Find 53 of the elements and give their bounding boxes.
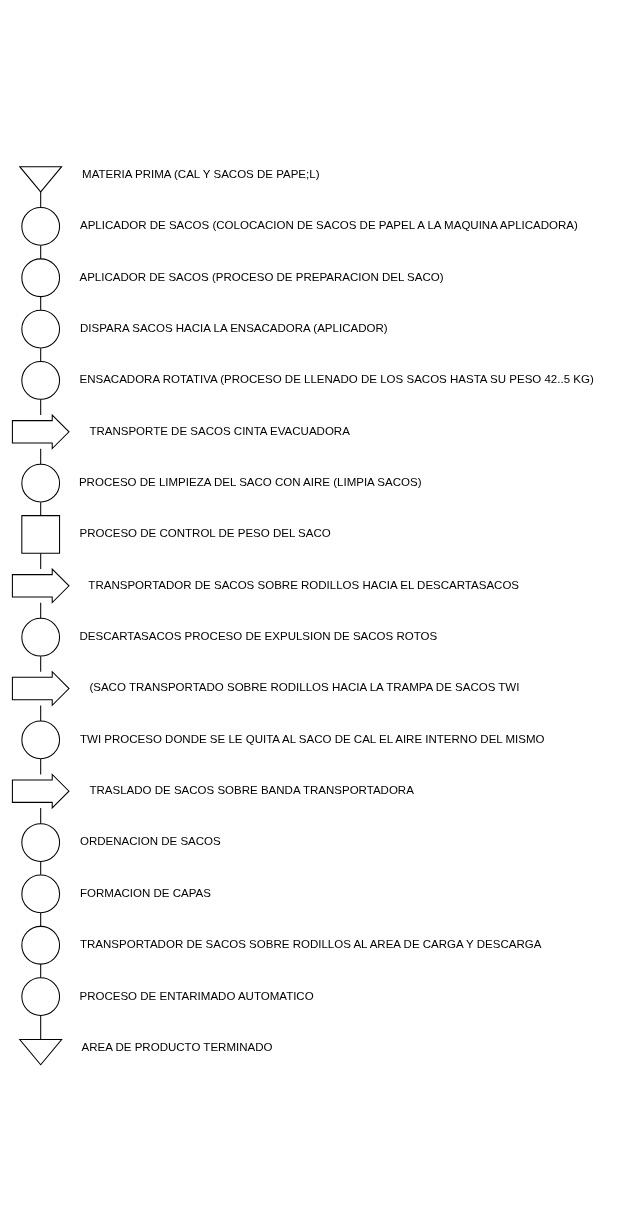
node-triangle xyxy=(18,1038,63,1066)
connector xyxy=(40,398,42,415)
node-circle xyxy=(21,822,61,862)
node-label: DESCARTASACOS PROCESO DE EXPULSION DE SACOS ROTOS xyxy=(79,629,438,642)
node-label: PROCESO DE LIMPIEZA DEL SACO CON AIRE (LIMPIA SACOS) xyxy=(78,475,422,488)
connector xyxy=(40,601,42,619)
node-triangle xyxy=(18,165,63,193)
connector xyxy=(40,295,42,310)
node-label: DISPARA SACOS HACIA LA ENSACADORA (APLICADOR) xyxy=(79,321,388,334)
node-circle xyxy=(21,719,61,759)
connector xyxy=(40,347,42,362)
node-circle xyxy=(21,309,61,348)
node-label: TWI PROCESO DONDE SE LE QUITA AL SACO DE CAL EL AIRE INTERNO DEL MISMO xyxy=(79,732,545,745)
node-arrow xyxy=(11,670,70,707)
node-circle xyxy=(21,257,61,297)
connector xyxy=(40,807,42,824)
connector xyxy=(40,447,42,465)
connector xyxy=(40,912,42,927)
node-circle xyxy=(21,617,61,657)
node-label: FORMACION DE CAPAS xyxy=(79,886,211,899)
node-circle xyxy=(21,360,61,400)
node-label: MATERIA PRIMA (CAL Y SACOS DE PAPE;L) xyxy=(82,167,320,180)
node-label: (SACO TRANSPORTADO SOBRE RODILLOS HACIA LA TRAMPA DE SACOS TWI xyxy=(89,680,520,693)
node-arrow xyxy=(11,413,70,450)
connector xyxy=(40,860,42,875)
node-circle xyxy=(21,463,61,503)
connector xyxy=(40,1014,42,1040)
node-label: PROCESO DE CONTROL DE PESO DEL SACO xyxy=(79,526,331,539)
connector xyxy=(40,655,42,672)
node-circle xyxy=(21,925,61,965)
node-label: TRANSPORTADOR DE SACOS SOBRE RODILLOS AL AREA DE CARGA Y DESCARGA xyxy=(79,937,542,950)
node-circle xyxy=(21,206,61,246)
connector xyxy=(40,757,42,775)
connector xyxy=(40,190,42,208)
connector xyxy=(40,501,42,516)
node-label: APLICADOR DE SACOS (COLOCACION DE SACOS DE PAPEL A LA MAQUINA APLICADORA) xyxy=(79,218,578,231)
node-arrow xyxy=(11,567,70,604)
node-label: TRANSPORTE DE SACOS CINTA EVACUADORA xyxy=(89,424,350,437)
node-label: TRANSPORTADOR DE SACOS SOBRE RODILLOS HACIA EL DESCARTASACOS xyxy=(88,578,520,591)
node-label: PROCESO DE ENTARIMADO AUTOMATICO xyxy=(79,989,314,1002)
connector xyxy=(40,704,42,721)
connector xyxy=(40,963,42,978)
node-label: TRASLADO DE SACOS SOBRE BANDA TRANSPORTADORA xyxy=(89,783,414,796)
node-circle xyxy=(21,874,61,913)
node-square xyxy=(21,514,61,554)
node-label: AREA DE PRODUCTO TERMINADO xyxy=(81,1040,273,1053)
connector xyxy=(40,244,42,259)
node-circle xyxy=(21,976,61,1016)
node-label: APLICADOR DE SACOS (PROCESO DE PREPARACION DEL SACO) xyxy=(79,270,444,283)
node-arrow xyxy=(11,772,70,809)
node-label: ORDENACION DE SACOS xyxy=(79,834,221,847)
connector xyxy=(40,552,42,570)
node-label: ENSACADORA ROTATIVA (PROCESO DE LLENADO DE LOS SACOS HASTA SU PESO 42..5 KG) xyxy=(79,372,594,385)
